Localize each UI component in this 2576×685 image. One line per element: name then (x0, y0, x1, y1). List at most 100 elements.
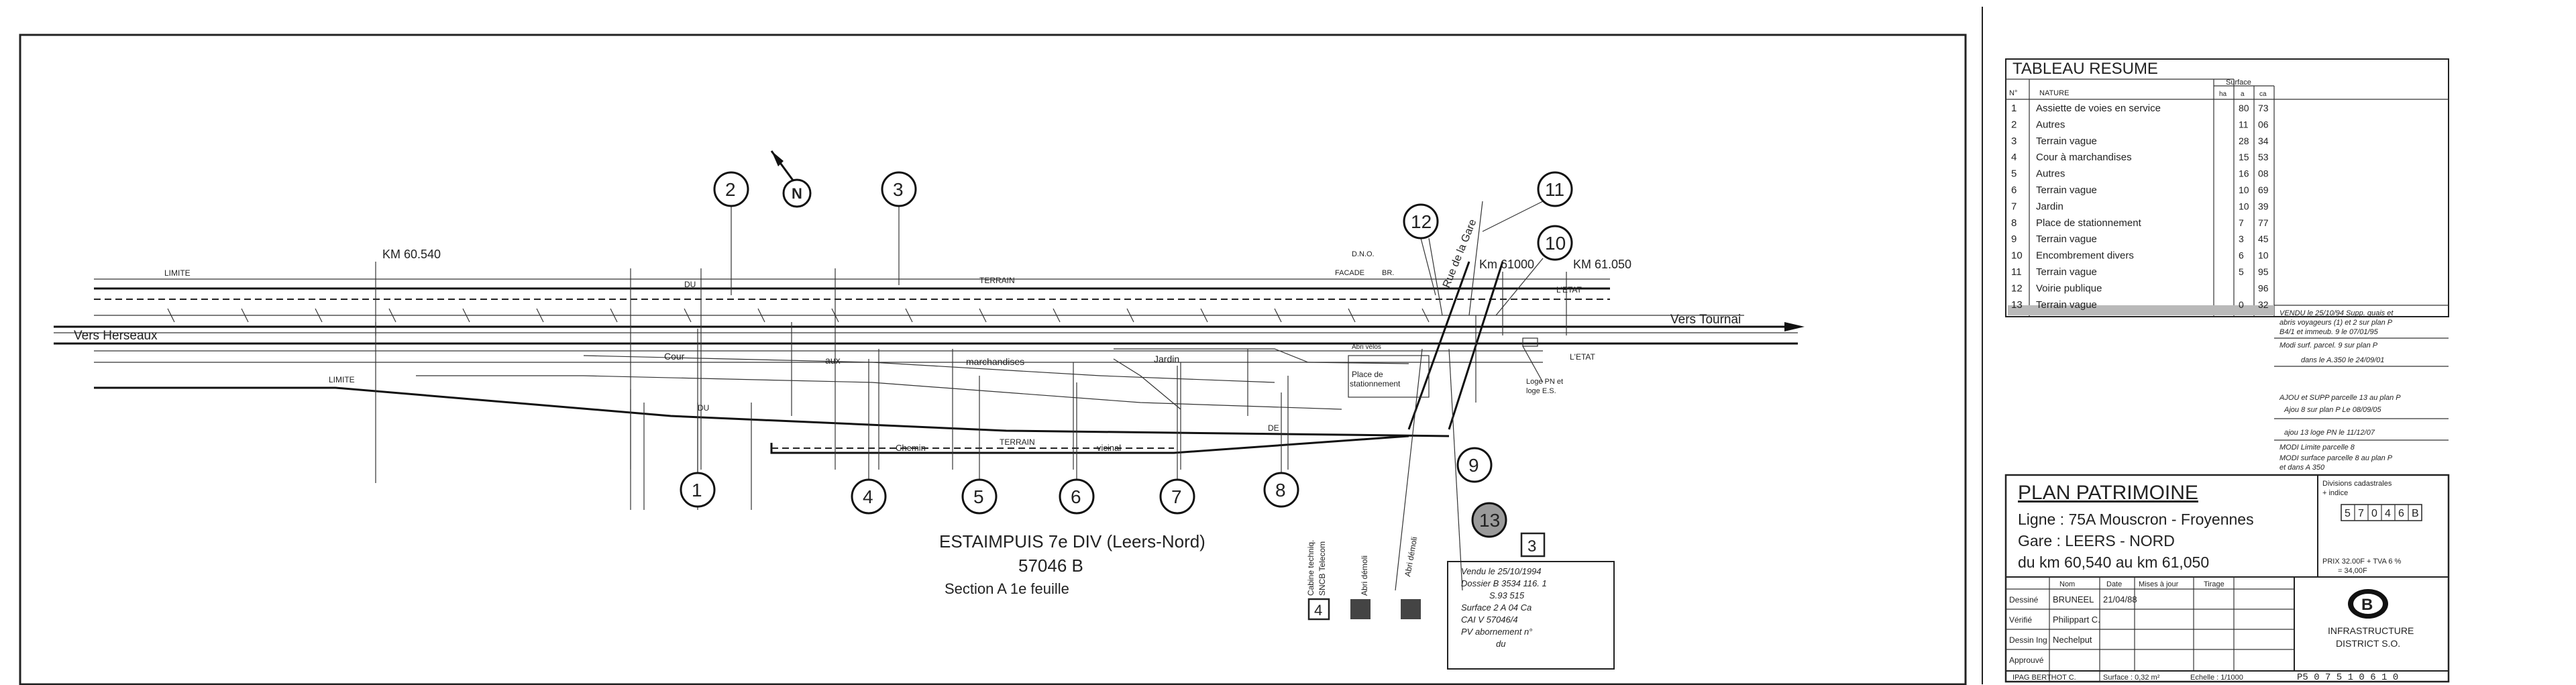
signature-row: Vérifié Philippart C. (2009, 615, 2100, 625)
row-a: 15 (2239, 152, 2249, 162)
vers-herseaux-label: Vers Herseaux (74, 329, 158, 343)
parcel-7-marker: 7 (1159, 366, 1195, 515)
signature-row: Approuvé (2009, 655, 2044, 665)
sale-note-box: Vendu le 25/10/1994 Dossier B 3534 116. … (1447, 561, 1615, 670)
echelle-text: Echelle : 1/1000 (2190, 674, 2243, 682)
sig-col-date: Date (2106, 580, 2122, 588)
svg-text:Surface 2 A 04 Ca: Surface 2 A 04 Ca (1461, 602, 1532, 613)
svg-text:B4/1 et immeub. 9 le 07/01/95: B4/1 et immeub. 9 le 07/01/95 (2279, 328, 2379, 336)
vers-tournai-label: Vers Tournai (1670, 313, 1741, 327)
row-a: 16 (2239, 168, 2249, 179)
row-no: 11 (2011, 266, 2022, 278)
chemin-label: Chemin (896, 443, 926, 453)
row-nature: Place de stationnement (2036, 217, 2142, 229)
parcel-5-marker: 5 (961, 376, 998, 515)
drawing-title-line1: ESTAIMPUIS 7e DIV (Leers-Nord) (939, 531, 1205, 551)
prix-line1: PRIX 32.00F + TVA 6 % (2322, 558, 2402, 566)
svg-text:VENDU le 25/10/94 Supp. quais: VENDU le 25/10/94 Supp. quais et (2279, 309, 2394, 317)
stationnement-label: stationnement (1350, 379, 1401, 388)
row-a: 6 (2239, 250, 2244, 261)
sig-role: Dessiné (2009, 595, 2039, 604)
row-a: 10 (2239, 201, 2249, 211)
facade-label: FACADE (1335, 269, 1364, 277)
title-block: PLAN PATRIMOINE Ligne : 75A Mouscron - F… (2004, 474, 2450, 683)
svg-text:AJOU et SUPP parcelle 13 au pl: AJOU et SUPP parcelle 13 au plan P (2279, 394, 2401, 402)
km-60540-label: KM 60.540 (382, 248, 441, 261)
prix-line2: = 34,00F (2338, 567, 2367, 575)
parcel-8-marker: 8 (1263, 392, 1299, 508)
sig-nom: Philippart C. (2053, 615, 2100, 625)
cad-digit: 7 (2358, 508, 2364, 519)
svg-text:7: 7 (1171, 486, 1182, 507)
row-no: 1 (2011, 103, 2017, 114)
row-ca: 95 (2258, 266, 2269, 277)
km-61000-label: Km 61000 (1479, 258, 1534, 271)
revision-annotations: VENDU le 25/10/94 Supp. quais et abris v… (2274, 309, 2449, 472)
row-a: 10 (2239, 185, 2249, 195)
parcel-12-marker: 12 (1403, 203, 1439, 296)
infra-line1: INFRASTRUCTURE (2328, 625, 2414, 636)
sig-role: Dessin Ing (2009, 635, 2047, 645)
cad-digit: 4 (2385, 508, 2391, 519)
svg-text:Modi surf. parcel. 9 sur plan: Modi surf. parcel. 9 sur plan P (2279, 341, 2378, 350)
row-nature: Jardin (2036, 201, 2063, 212)
box-3-label: 3 (1527, 537, 1536, 556)
svg-text:dans le A.350 le 24/09/01: dans le A.350 le 24/09/01 (2301, 356, 2384, 364)
cad-digit: B (2412, 508, 2419, 519)
vicinal-label: vicinal (1097, 443, 1121, 453)
tableau-title: TABLEAU RESUME (2012, 60, 2158, 78)
row-ca: 32 (2258, 299, 2269, 310)
main-frame (19, 34, 1967, 685)
row-ca: 96 (2258, 282, 2269, 293)
svg-text:Vendu le 25/10/1994: Vendu le 25/10/1994 (1461, 566, 1542, 576)
parcel-markers: 1 2 3 4 5 6 7 8 9 10 11 12 13 (680, 171, 1573, 538)
sig-col-nom: Nom (2059, 580, 2075, 588)
svg-text:2: 2 (725, 179, 736, 200)
plan-title: PLAN PATRIMOINE (2018, 482, 2198, 504)
row-nature: Terrain vague (2036, 233, 2097, 245)
svg-text:Ajou 8 sur plan P Le 08/09/05: Ajou 8 sur plan P Le 08/09/05 (2284, 406, 2381, 414)
parcel-2-marker: 2 (713, 171, 749, 295)
du-mid-label: DU (698, 403, 709, 413)
row-a: 7 (2239, 217, 2244, 228)
gare-text: Gare : LEERS - NORD (2018, 532, 2175, 549)
km-range-text: du km 60,540 au km 61,050 (2018, 554, 2209, 571)
row-no: 9 (2011, 233, 2017, 245)
svg-text:du: du (1496, 639, 1505, 649)
row-ca: 69 (2258, 185, 2269, 195)
surface-text: Surface : 0,32 m² (2103, 674, 2160, 682)
dno-label: D.N.O. (1352, 250, 1375, 258)
svg-text:1: 1 (692, 480, 702, 500)
box-4-label: 4 (1314, 602, 1322, 619)
row-no: 4 (2011, 152, 2017, 163)
sig-role: Vérifié (2009, 615, 2032, 625)
row-no: 12 (2011, 282, 2023, 294)
terrain-top-label: TERRAIN (979, 276, 1015, 285)
svg-text:Dossier B 3534 116. 1: Dossier B 3534 116. 1 (1461, 578, 1547, 588)
parcel-13-marker: 13 (1471, 502, 1507, 538)
row-no: 5 (2011, 168, 2017, 180)
svg-text:13: 13 (1479, 510, 1500, 531)
row-ca: 53 (2258, 152, 2269, 162)
row-no: 6 (2011, 185, 2017, 196)
svg-text:CAI V 57046/4: CAI V 57046/4 (1461, 615, 1518, 625)
north-arrow-icon: N (770, 150, 812, 208)
parcel-9-marker: 9 (1456, 447, 1493, 483)
du-top-label: DU (684, 280, 696, 289)
svg-text:ajou 13 loge PN le 11/12/07: ajou 13 loge PN le 11/12/07 (2284, 429, 2375, 437)
sncb-label: SNCB Telecom (1318, 541, 1327, 596)
row-a: 3 (2239, 233, 2244, 244)
abri-velos-label: Abri vélos (1352, 344, 1381, 351)
row-ca: 08 (2258, 168, 2269, 179)
